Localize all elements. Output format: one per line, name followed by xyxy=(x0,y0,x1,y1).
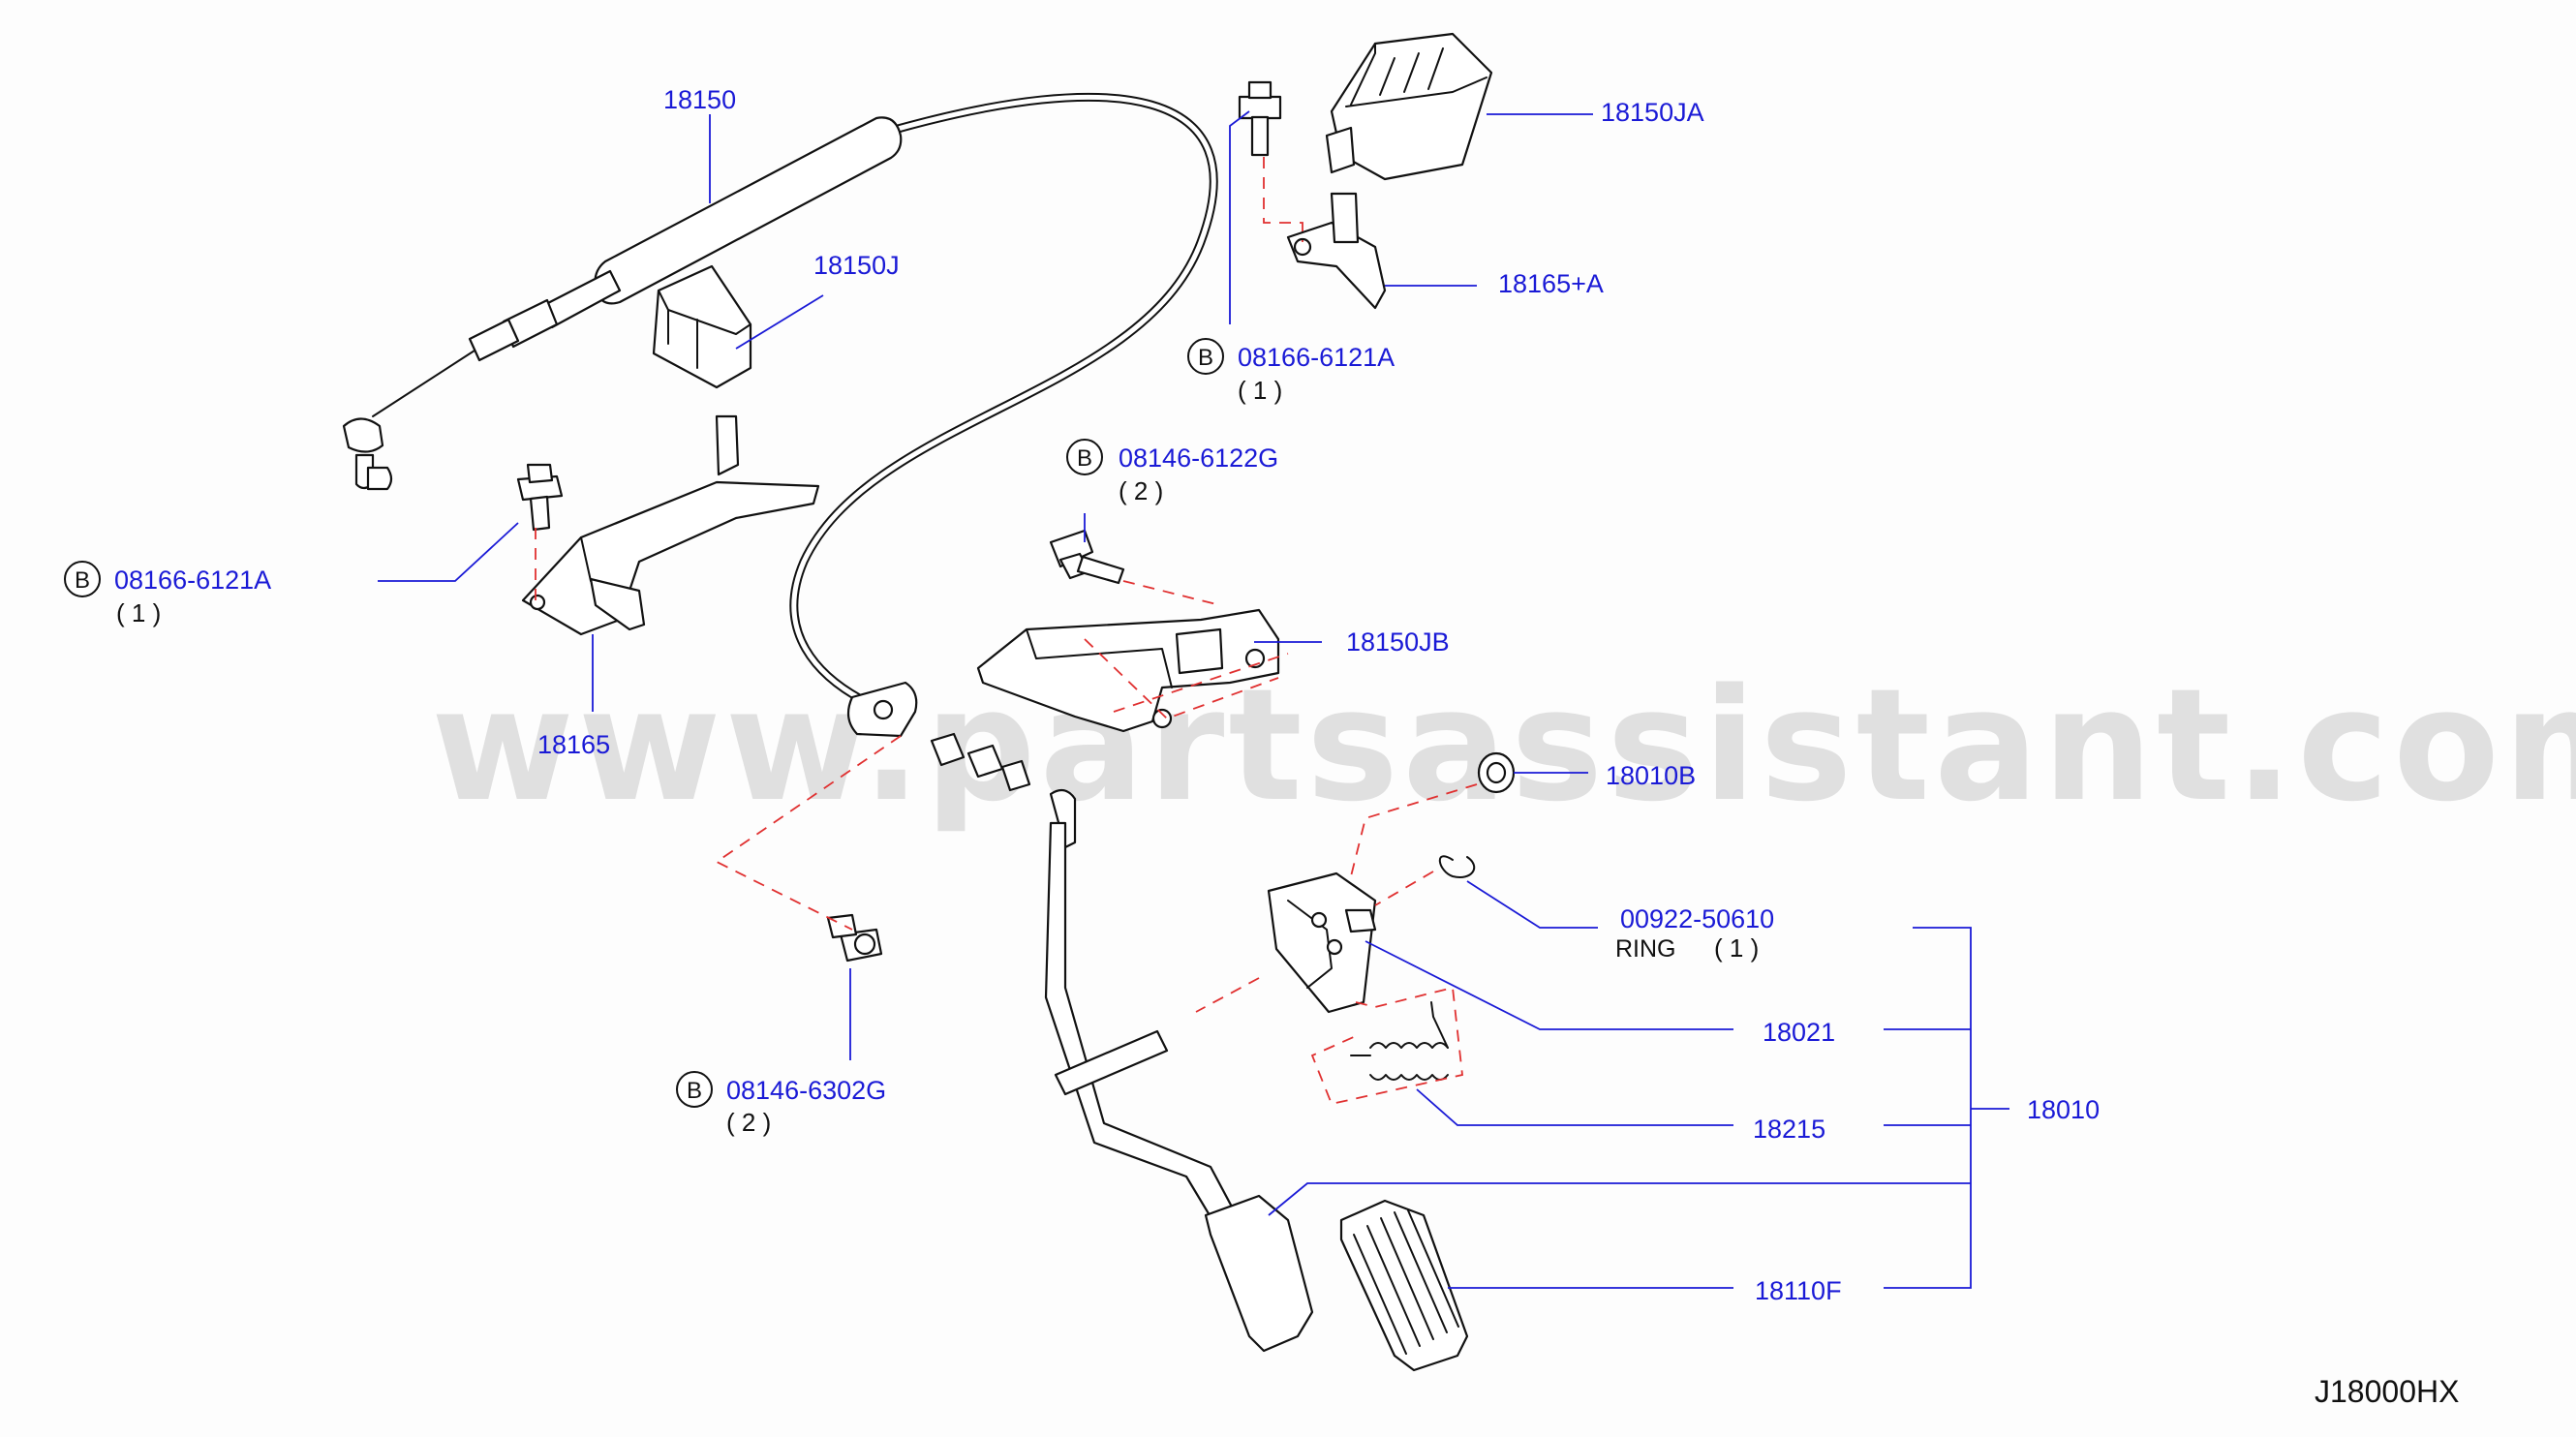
b-marker-letter: B xyxy=(1198,345,1213,371)
bracket-18165[interactable] xyxy=(521,414,820,636)
watermark-text: www.partsassistant.com xyxy=(431,655,2576,836)
bushing-18010B[interactable] xyxy=(1477,751,1516,794)
pivot-bracket-18021[interactable] xyxy=(1267,871,1377,1014)
b-marker-circle xyxy=(1066,439,1103,475)
label-00922-50610: 00922-50610 xyxy=(1620,904,1774,933)
bolt-08146-6302G[interactable] xyxy=(826,913,883,963)
bolt-qty: ( 1 ) xyxy=(1238,376,1282,405)
bolt-callout-08166-top: B 08166-6121A ( 1 ) xyxy=(1187,338,1395,405)
accelerator-cable[interactable] xyxy=(342,92,1218,792)
label-18010: 18010 xyxy=(2027,1095,2100,1124)
bolt-part-number: 08146-6302G xyxy=(726,1076,886,1105)
bolt-qty: ( 1 ) xyxy=(116,598,161,627)
bolt-part-number: 08166-6121A xyxy=(1238,343,1395,372)
pedal-pad-18110F[interactable] xyxy=(1339,1199,1469,1372)
bolt-callout-08166-left: B 08166-6121A ( 1 ) xyxy=(64,561,271,627)
bolt-part-number: 08146-6122G xyxy=(1119,443,1278,473)
spring-18215[interactable] xyxy=(1350,1001,1449,1081)
ring-00922-50610[interactable] xyxy=(1438,855,1476,878)
label-18150J: 18150J xyxy=(813,251,900,280)
label-18215: 18215 xyxy=(1753,1115,1825,1144)
bolt-callout-08146-6122G: B 08146-6122G ( 2 ) xyxy=(1066,439,1278,505)
cable-clip-18150J[interactable] xyxy=(652,264,752,389)
bolt-qty: ( 2 ) xyxy=(1119,476,1163,505)
b-marker-letter: B xyxy=(75,567,90,594)
b-marker-letter: B xyxy=(1077,445,1092,472)
b-marker-letter: B xyxy=(687,1078,702,1104)
b-marker-circle xyxy=(64,561,101,597)
bolt-08146-6122G[interactable] xyxy=(1049,529,1125,585)
bolt-08166-top[interactable] xyxy=(1238,80,1282,157)
accelerator-pedal-arm[interactable] xyxy=(1044,788,1314,1353)
label-ring: RING xyxy=(1615,935,1676,963)
label-18165A: 18165+A xyxy=(1498,269,1604,298)
bolt-callout-08146-6302G: B 08146-6302G ( 2 ) xyxy=(676,1071,886,1137)
label-ring-qty: ( 1 ) xyxy=(1714,933,1759,963)
b-marker-circle xyxy=(1187,338,1224,375)
label-18165: 18165 xyxy=(537,730,610,759)
bracket-18165A[interactable] xyxy=(1286,192,1387,310)
b-marker-circle xyxy=(676,1071,713,1108)
bolt-qty: ( 2 ) xyxy=(726,1108,771,1137)
diagram-code: J18000HX xyxy=(2315,1374,2459,1409)
guide-lines xyxy=(535,157,1478,1106)
cable-holder-18150JA[interactable] xyxy=(1325,32,1493,181)
callout-labels: 18150 18150J 18150JA 18165+A 18165 18150… xyxy=(537,85,2100,1305)
label-18021: 18021 xyxy=(1763,1018,1835,1047)
label-18150JB: 18150JB xyxy=(1346,627,1450,657)
label-18010B: 18010B xyxy=(1606,761,1696,790)
label-18150JA: 18150JA xyxy=(1601,98,1704,127)
label-18150: 18150 xyxy=(663,85,736,114)
bolt-08166-left[interactable] xyxy=(516,463,564,532)
bolt-part-number: 08166-6121A xyxy=(114,566,271,595)
leader-lines xyxy=(378,110,2009,1289)
label-18110F: 18110F xyxy=(1755,1276,1842,1305)
